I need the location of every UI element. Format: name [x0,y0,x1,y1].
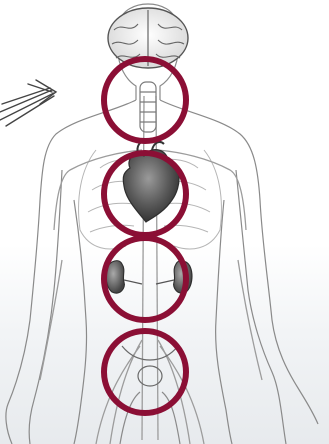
bladder-icon [122,346,178,386]
trachea [140,82,156,132]
pointer-arrow-icon [0,80,56,126]
kidneys-icon [106,261,192,293]
blood-vessels [40,96,262,444]
ring-pelvis [104,331,186,413]
ring-throat [104,59,186,141]
